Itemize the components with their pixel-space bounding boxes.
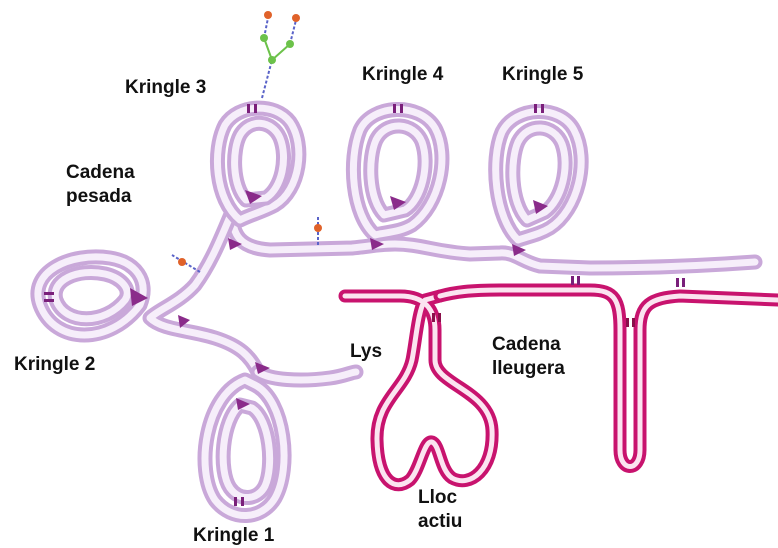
light-chain-label-line2: lleugera (492, 358, 565, 379)
lys-label: Lys (350, 341, 382, 362)
kringle-4-label: Kringle 4 (362, 64, 444, 85)
kringle-2-label: Kringle 2 (14, 354, 95, 375)
glycan-kringle-2 (172, 255, 200, 272)
active-site-label-line1: Lloc (418, 487, 457, 508)
glycan-kringle-3 (260, 11, 300, 98)
active-site-label-line2: actiu (418, 511, 462, 532)
glycan-linker (314, 215, 322, 245)
light-chain-label-line1: Cadena (492, 334, 561, 355)
light-chain (345, 290, 778, 485)
kringle-1-label: Kringle 1 (193, 525, 275, 546)
heavy-chain-label-line2: pesada (66, 186, 132, 207)
heavy-chain-label-line1: Cadena (66, 162, 135, 183)
kringle-3-label: Kringle 3 (125, 77, 206, 98)
kringle-5-label: Kringle 5 (502, 64, 584, 85)
